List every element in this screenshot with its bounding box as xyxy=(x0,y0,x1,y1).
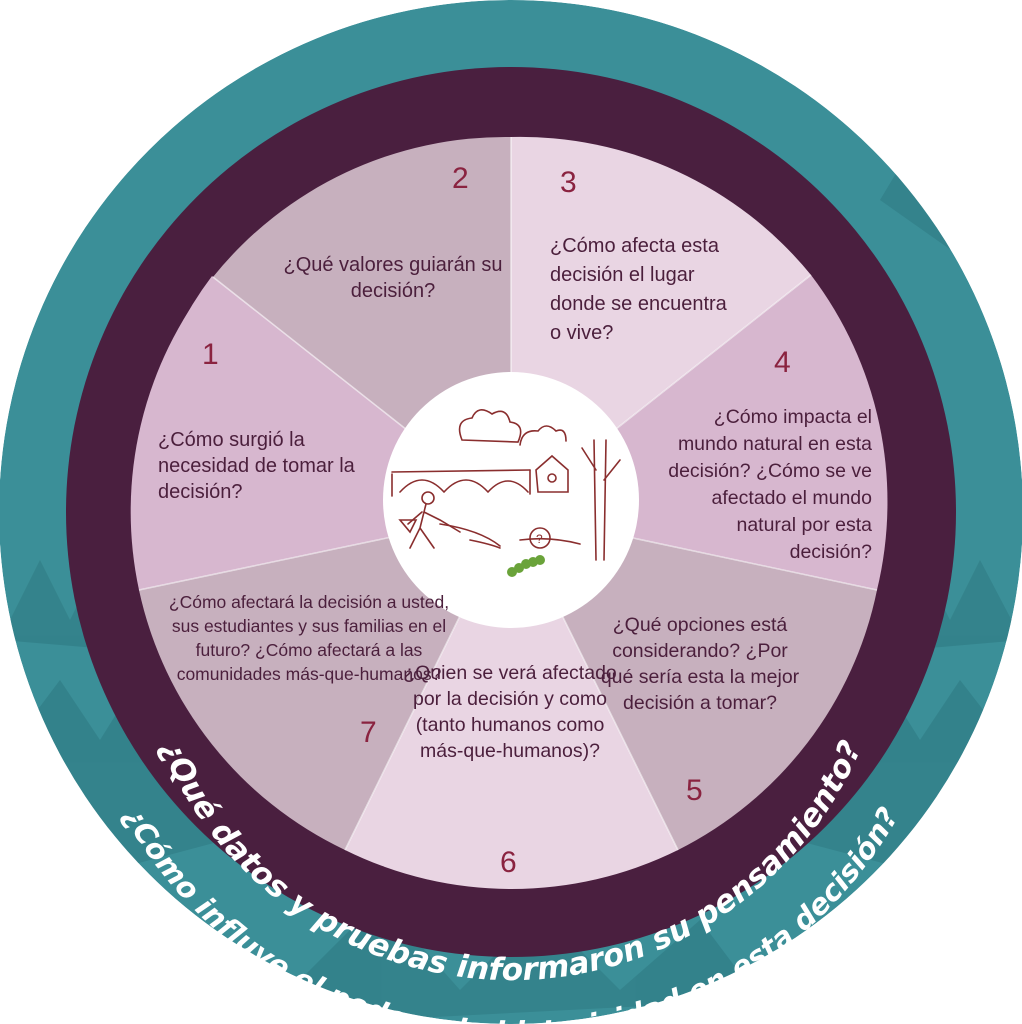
segment-5 xyxy=(511,512,877,850)
segment-7-number: 7 xyxy=(360,716,377,749)
segment-1-question: ¿Cómo surgió la necesidad de tomar la de… xyxy=(158,429,355,503)
segment-3-number: 3 xyxy=(560,166,577,199)
segment-4-question: ¿Cómo impacta el mundo natural en esta d… xyxy=(668,406,872,563)
segment-5-number: 5 xyxy=(686,774,703,807)
segment-6-question: ¿Quien se verá afectado por la decisión … xyxy=(403,662,617,762)
segment-7 xyxy=(139,512,511,850)
birdhouse-icon xyxy=(535,454,569,493)
segment-6-number: 6 xyxy=(500,846,517,879)
caterpillar-icon xyxy=(507,555,545,577)
person-icon xyxy=(421,491,435,505)
segment-5-question: ¿Qué opciones está considerando? ¿Por qu… xyxy=(600,614,800,714)
segment-7-question: ¿Cómo afectará la decisión a usted, sus … xyxy=(168,592,450,684)
svg-text:?: ? xyxy=(536,532,543,546)
segment-6 xyxy=(345,512,678,889)
center-illustration: ? xyxy=(383,372,639,628)
segment-2-question: ¿Qué valores guiarán su decisión? xyxy=(283,254,503,302)
segment-2-number: 2 xyxy=(452,162,469,195)
segment-1-number: 1 xyxy=(202,338,219,371)
segment-3-question: ¿Cómo afecta esta decisión el lugar dond… xyxy=(550,235,727,344)
segment-4-number: 4 xyxy=(774,346,791,379)
